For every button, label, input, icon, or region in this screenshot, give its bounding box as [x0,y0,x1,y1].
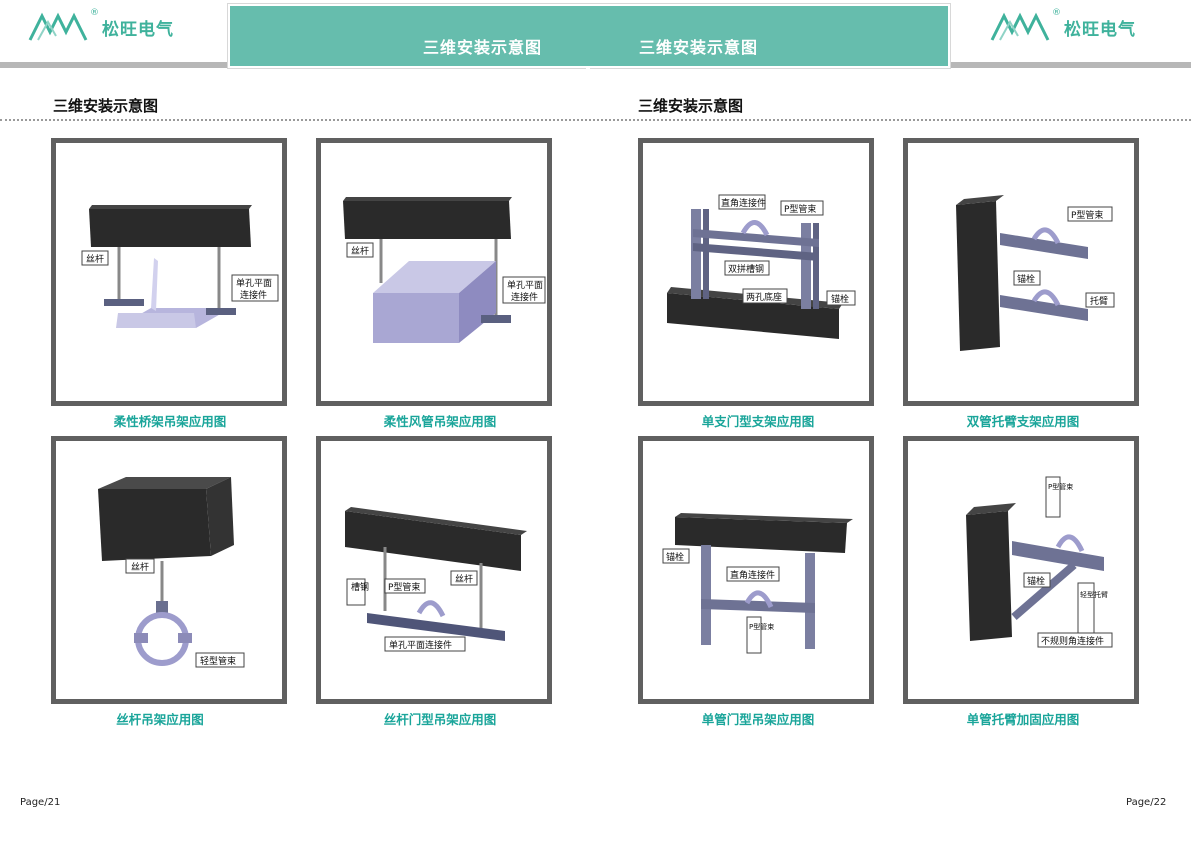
label-anchor: 锚栓 [831,293,849,305]
figure-cable-tray-hanger: 丝杆 单孔平面 连接件 [51,138,287,406]
reinforced-bracket-illustration: P型管束 锚栓 轻型托臂 不规则角连接件 [966,476,1113,648]
wave-logo-icon [28,12,88,41]
caption-fig-6: 双管托臂支架应用图 [966,414,1080,429]
section-title-right: 三维安装示意图 [638,97,744,115]
brand-logo-right: ® 松旺电气 [990,8,1136,44]
section-title-left: 三维安装示意图 [53,97,159,115]
label-base: 两孔底座 [746,291,782,303]
registered-mark: ® [1052,8,1061,18]
label-irregular-connector: 不规则角连接件 [1041,635,1104,647]
cable-tray-illustration: 丝杆 单孔平面 连接件 [81,205,279,328]
page-number-left: Page/21 [20,797,61,808]
label-arm: 托臂 [1090,295,1108,307]
figure-gantry-hanger: 槽钢 P型管束 丝杆 单孔平面连接件 [316,436,552,704]
caption-fig-8: 单管托臂加固应用图 [966,712,1080,727]
label-rod: 丝杆 [86,253,104,265]
label-rod: 丝杆 [351,245,369,257]
gantry-hanger-illustration: 槽钢 P型管束 丝杆 单孔平面连接件 [345,507,527,652]
gantry-support-illustration: 直角连接件 P型管束 双拼槽钢 两孔底座 锚栓 [667,194,856,339]
figure-single-gantry-support: 直角连接件 P型管束 双拼槽钢 两孔底座 锚栓 [638,138,874,406]
title-banner: 三维安装示意图 三维安装示意图 [228,4,950,70]
label-double-channel: 双拼槽钢 [728,263,764,275]
label-anchor: 锚栓 [1017,273,1035,285]
label-light-arm: 轻型托臂 [1080,590,1108,599]
figure-double-bracket: P型管束 锚栓 托臂 [903,138,1139,406]
label-right-angle: 直角连接件 [730,569,775,581]
label-connector: 连接件 [511,291,538,303]
label-p-clamp: P型管束 [388,581,420,593]
label-connector: 连接件 [240,289,267,301]
caption-fig-5: 单支门型支架应用图 [701,414,815,429]
label-light-clamp: 轻型管束 [200,655,236,667]
caption-fig-1: 柔性桥架吊架应用图 [113,414,227,429]
pipe-gantry-illustration: 锚栓 直角连接件 P型管束 [662,513,853,654]
rod-hanger-illustration: 丝杆 轻型管束 [98,477,245,668]
figure-duct-hanger: 丝杆 单孔平面 连接件 [316,138,552,406]
caption-fig-2: 柔性风管吊架应用图 [383,414,497,429]
figure-reinforced-bracket: P型管束 锚栓 轻型托臂 不规则角连接件 [903,436,1139,704]
brand-name: 松旺电气 [102,19,174,40]
figure-rod-hanger: 丝杆 轻型管束 [51,436,287,704]
caption-fig-4: 丝杆门型吊架应用图 [383,712,497,727]
label-single-hole: 单孔平面 [507,279,543,291]
label-anchor: 锚栓 [1027,575,1045,587]
caption-fig-3: 丝杆吊架应用图 [116,712,204,727]
figure-single-pipe-gantry: 锚栓 直角连接件 P型管束 [638,436,874,704]
banner-title-left: 三维安装示意图 [423,38,543,57]
page-number-right: Page/22 [1126,797,1167,808]
label-rod: 丝杆 [131,561,149,573]
label-p-clamp: P型管束 [784,203,816,215]
label-single-hole: 单孔平面 [236,277,272,289]
brand-logo-left: ® 松旺电气 [28,8,174,44]
wave-logo-icon [990,12,1050,41]
double-bracket-illustration: P型管束 锚栓 托臂 [956,195,1115,351]
registered-mark: ® [90,8,99,18]
label-p-clamp: P型管束 [749,622,774,631]
banner-title-right: 三维安装示意图 [639,38,759,57]
label-right-angle: 直角连接件 [721,197,766,209]
brand-name: 松旺电气 [1064,19,1136,40]
banner-divider [586,66,590,70]
duct-illustration: 丝杆 单孔平面 连接件 [343,197,546,343]
label-rod: 丝杆 [455,573,473,585]
label-p-clamp: P型管束 [1048,482,1073,491]
label-anchor: 锚栓 [666,551,684,563]
dotted-divider [0,119,1191,121]
label-channel: 槽钢 [351,581,369,593]
label-p-clamp: P型管束 [1071,209,1103,221]
label-single-hole-connector: 单孔平面连接件 [389,639,452,651]
caption-fig-7: 单管门型吊架应用图 [701,712,815,727]
